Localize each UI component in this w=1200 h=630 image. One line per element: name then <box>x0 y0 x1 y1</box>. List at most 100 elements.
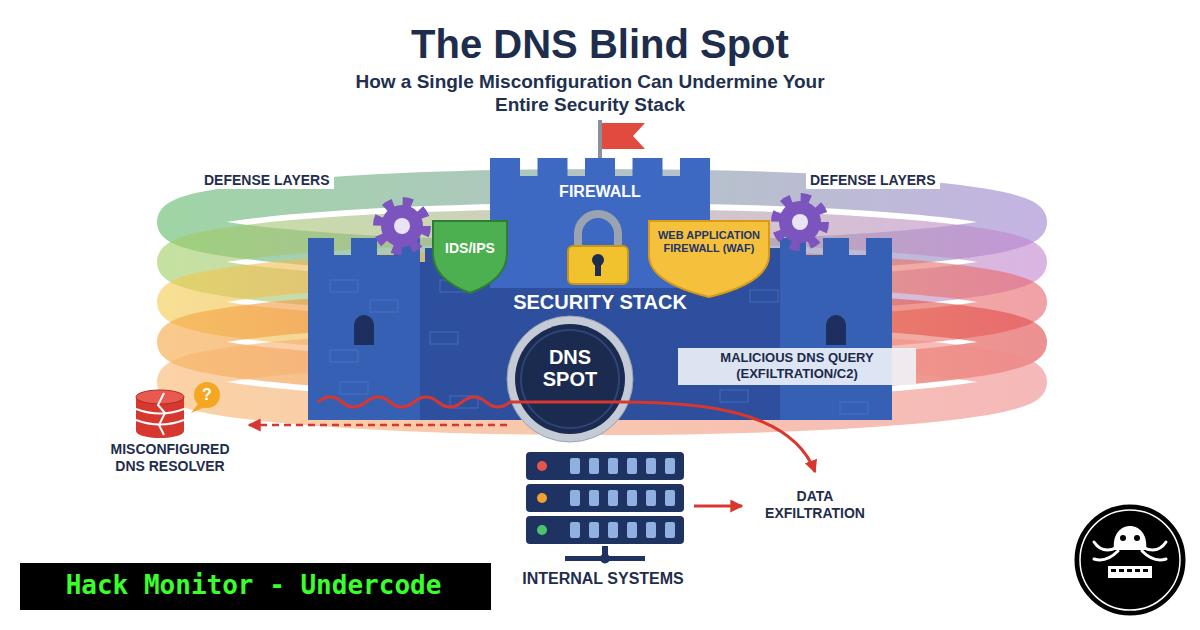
drive-slot <box>627 458 637 474</box>
octopus-eye <box>1134 535 1140 541</box>
octopus-arm <box>1094 551 1118 560</box>
drive-slot <box>646 490 656 506</box>
question-mark: ? <box>198 385 216 405</box>
drive-slot <box>608 490 618 506</box>
keyhole-slot <box>595 262 601 276</box>
key <box>1135 569 1140 572</box>
status-light <box>537 493 547 503</box>
drive-slot <box>570 490 580 506</box>
dns-circle: DNS SPOT <box>507 316 633 442</box>
battlement <box>823 238 849 256</box>
drive-slot <box>646 522 656 538</box>
status-light <box>537 525 547 535</box>
shield-outline <box>649 221 769 297</box>
question-bubble <box>194 382 220 408</box>
key <box>1143 569 1148 572</box>
battlement <box>633 158 663 178</box>
layer-label: DEFENSE LAYERS <box>200 172 334 189</box>
icon-caption: INTERNAL SYSTEMS <box>488 569 718 588</box>
logo-disc <box>1073 503 1187 617</box>
server-unit <box>526 484 684 512</box>
gear-body <box>381 205 423 247</box>
crack-line <box>158 393 165 435</box>
shield-label: IDS/IPS <box>436 240 504 257</box>
drive-slot <box>646 458 656 474</box>
outcome-label: DATA EXFILTRATION <box>755 488 875 522</box>
gate-inner-ring <box>521 330 619 428</box>
shield-outline <box>433 221 507 293</box>
diagram-title: The DNS Blind Spot <box>290 20 910 68</box>
subtitle: How a Single Misconfiguration Can Underm… <box>355 70 825 116</box>
octopus-head <box>1114 526 1147 550</box>
battlement <box>351 238 377 256</box>
gear-hole <box>792 214 808 230</box>
battlement <box>490 158 520 178</box>
stack-title: SECURITY STACK <box>450 291 750 314</box>
wall-stone <box>840 402 868 414</box>
tower-window <box>826 315 846 345</box>
ids-shield-outline <box>432 220 508 294</box>
lock-shackle <box>578 214 618 250</box>
key <box>1111 569 1116 572</box>
flag <box>602 123 645 149</box>
key <box>1119 569 1124 572</box>
key <box>1127 569 1132 572</box>
drive-slot <box>665 458 675 474</box>
battlement <box>394 238 420 256</box>
logo-badge <box>1073 503 1187 617</box>
drive-slot <box>627 522 637 538</box>
tower-window <box>354 315 374 345</box>
octopus-arm <box>1094 542 1116 550</box>
logo-keyboard <box>1108 566 1152 578</box>
battlement <box>680 158 710 178</box>
gear-hole <box>394 218 410 234</box>
battlement <box>866 238 892 256</box>
brand-text: Hack Monitor - Undercode <box>20 570 487 601</box>
octopus-arm <box>1142 551 1166 560</box>
exfil-arrow <box>694 505 742 508</box>
circle-label: DNS SPOT <box>535 346 605 390</box>
drive-slot <box>665 490 675 506</box>
resolver-icon: MISCONFIGURED DNS RESOLVER <box>95 383 249 479</box>
battlement <box>585 158 615 178</box>
wall-stone <box>370 300 398 312</box>
drive-slot <box>589 458 599 474</box>
banner-ground <box>20 563 491 610</box>
lock-body <box>568 246 628 284</box>
drive-slot <box>570 522 580 538</box>
octopus-eye <box>1120 535 1126 541</box>
gate-ring <box>507 316 633 442</box>
waf-shield: WEB APPLICATION FIREWALL (WAF) <box>648 220 770 298</box>
octopus-arm <box>1144 542 1166 550</box>
wall-stone <box>720 390 748 402</box>
gear-icon <box>378 202 426 250</box>
drive-slot <box>627 490 637 506</box>
brand-banner: Hack Monitor - Undercode <box>20 563 491 610</box>
threat-note: MALICIOUS DNS QUERY (EXFILTRATION/C2) <box>678 348 916 385</box>
server-hub <box>600 554 610 564</box>
tower-label: FIREWALL <box>500 182 700 201</box>
keyboard-keys <box>1111 569 1148 572</box>
drive-slot <box>608 458 618 474</box>
gear-teeth <box>776 198 824 246</box>
drive-slot <box>608 522 618 538</box>
battlement <box>780 238 806 256</box>
logo-ring <box>1080 510 1180 610</box>
side-tower <box>308 255 420 420</box>
gate-core <box>515 324 625 434</box>
wall-stone <box>450 396 478 408</box>
gear-teeth <box>378 202 426 250</box>
server-unit <box>526 516 684 544</box>
drive-slot <box>570 458 580 474</box>
side-tower <box>780 255 892 420</box>
wall-stone <box>340 382 368 394</box>
wall-stone <box>750 290 778 302</box>
status-light <box>537 461 547 471</box>
wall-stone <box>330 280 358 292</box>
wall-stone <box>430 332 458 344</box>
shield-label: WEB APPLICATION FIREWALL (WAF) <box>654 229 764 255</box>
ids-shield: IDS/IPS <box>432 220 508 294</box>
gear-body <box>779 201 821 243</box>
dashed-connector <box>249 424 507 427</box>
